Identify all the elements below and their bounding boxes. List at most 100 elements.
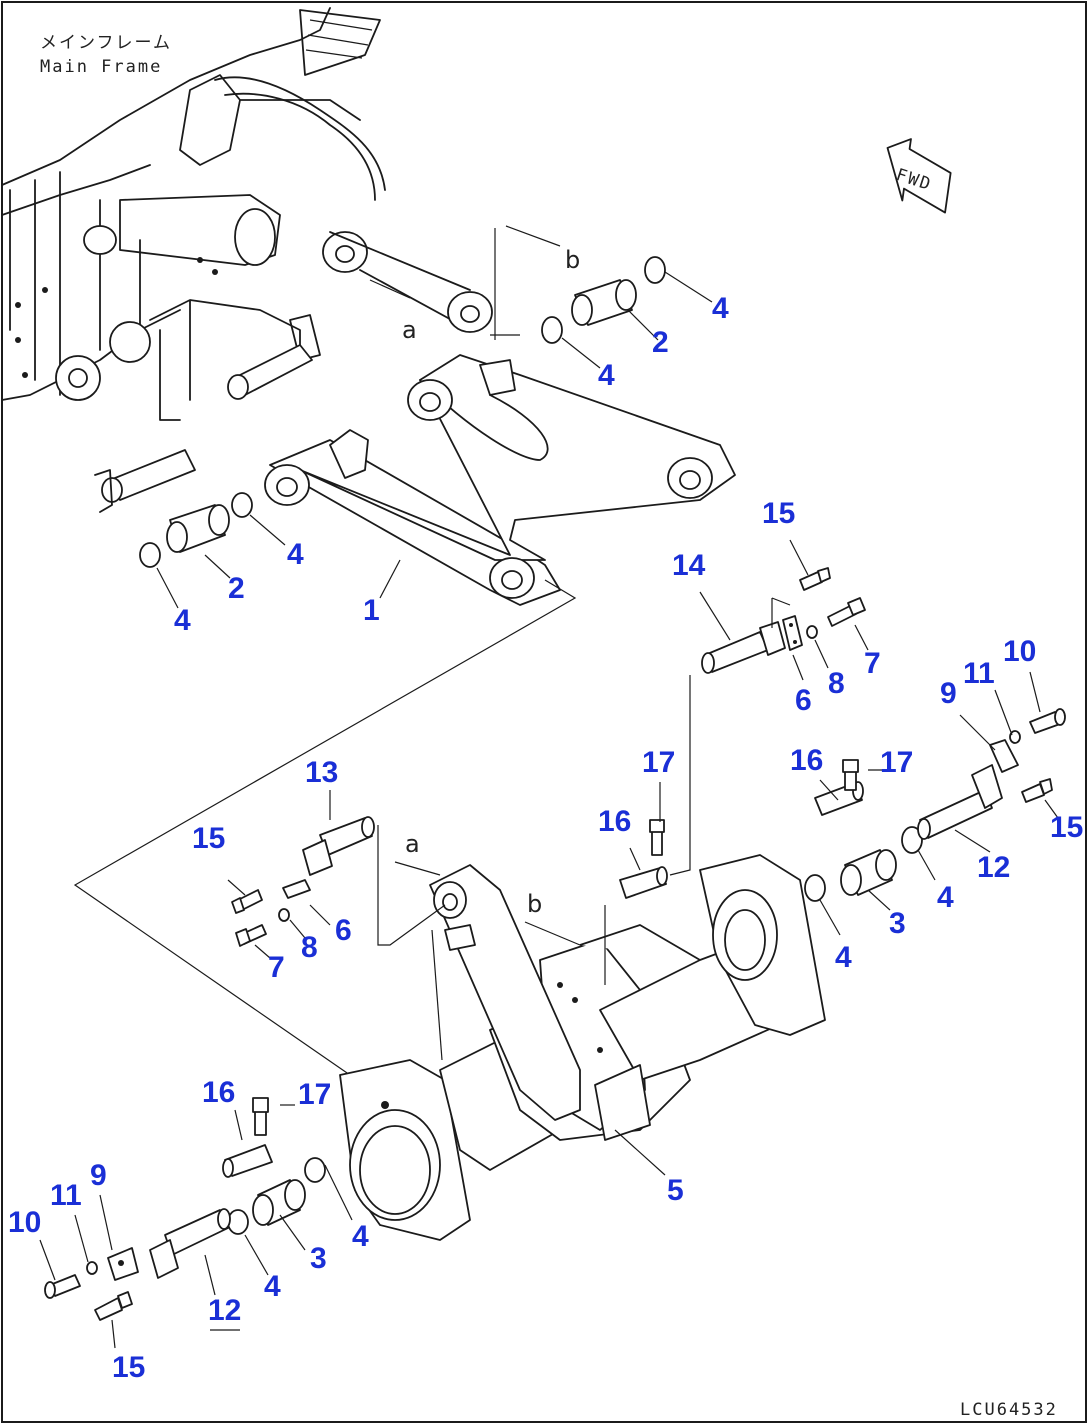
callout-16-b: 16 [790,744,823,777]
grease-fitting-17-a [649,819,665,856]
main-frame-label-jp: メインフレーム [40,33,172,53]
callout-11-right: 11 [963,657,995,690]
callout-2-top: 2 [652,326,669,359]
callout-4-d: 4 [174,604,191,637]
callout-4-h: 4 [264,1270,281,1303]
plate-9-left [107,1247,139,1281]
callout-10-right: 10 [1003,635,1036,668]
pin-12-right [917,764,1003,840]
callout-16-a: 16 [598,805,631,838]
main-frame-drawing [1,7,493,513]
pin-16-c [222,1144,273,1178]
bush-3-left [252,1179,306,1226]
ring-4-right-b [901,826,923,854]
callout-6-left: 6 [335,914,352,947]
callout-15-top: 15 [762,497,795,530]
callout-2-left: 2 [228,572,245,605]
grease-fitting-15-left-mid [231,889,263,914]
arrow-a-lower [394,861,441,876]
bolt-7-left [235,924,267,947]
leader-b-top [490,225,561,340]
ring-4-left-b [231,492,253,518]
bush-3-right [840,849,897,896]
bush-2-left [166,504,230,553]
leaders-lower [39,539,1059,1349]
washer-11-right [1009,730,1021,744]
view-a-top: a [402,316,417,344]
equalizer-part-5 [339,854,826,1241]
alignment-line-arm [73,579,577,1076]
callout-7-right: 7 [864,647,881,680]
callout-4-c: 4 [287,538,304,571]
bolt-10-left [44,1274,81,1299]
callout-7-left: 7 [268,951,285,984]
grease-fitting-15-top [799,567,831,591]
callout-9-right: 9 [940,677,957,710]
view-b-top: b [565,246,580,274]
callout-8-right: 8 [828,667,845,700]
callout-16-c: 16 [202,1076,235,1109]
pin-13 [302,816,375,876]
grease-fitting-15-bottom [94,1291,133,1321]
callout-3-right: 3 [889,907,906,940]
callout-4-f: 4 [835,941,852,974]
leader-lines-lower [604,675,691,985]
drawing-code: LCU64532 [960,1400,1058,1420]
callout-8-left: 8 [301,931,318,964]
grease-fitting-15-right [1021,778,1053,803]
view-a-lower: a [405,830,420,858]
arm-part-1 [264,354,736,606]
leaders-upper [156,271,713,609]
callout-17-b: 17 [880,746,913,779]
callout-9-left: 9 [90,1159,107,1192]
leader-a-top [369,279,411,299]
callout-12-right: 12 [977,851,1010,884]
washer-8-right [806,625,818,639]
washer-8-left [278,908,290,922]
ring-4-top-b [644,256,666,284]
callout-4-a: 4 [712,292,729,325]
pin-16-a [619,866,668,899]
leader-a-lower [377,825,446,946]
callout-15-bottom: 15 [112,1351,145,1384]
callout-15-left-mid: 15 [192,822,225,855]
ring-4-left-d [304,1157,326,1183]
pin-12-left [149,1208,231,1279]
callout-1: 1 [363,594,380,627]
callout-13: 13 [305,756,338,789]
callout-3-left: 3 [310,1242,327,1275]
arrow-b-lower [524,921,581,946]
bush-2-top [571,279,637,326]
callout-17-a: 17 [642,746,675,779]
callout-4-e: 4 [937,881,954,914]
callout-4-b: 4 [598,359,615,392]
view-b-lower: b [527,890,542,918]
callout-10-left: 10 [8,1206,41,1239]
grease-fitting-17-c [252,1097,269,1136]
ring-4-right-a [804,874,826,902]
callout-11-left: 11 [50,1179,82,1212]
callout-17-c: 17 [298,1078,331,1111]
washer-11-left [86,1261,98,1275]
callout-6-right: 6 [795,684,812,717]
callout-5: 5 [667,1174,684,1207]
callout-14: 14 [672,549,706,582]
ring-4-top-a [541,316,563,344]
main-frame-label-en: Main Frame [40,57,162,77]
leader-15-top-fit [771,597,791,628]
fwd-arrow-icon: FWD [886,138,952,214]
bolt-10-right [1029,708,1066,734]
bolt-7-right [827,597,866,627]
grease-fitting-17-b [842,759,859,791]
plate-6-right [782,615,803,651]
ring-4-left-a [139,542,161,568]
callout-4-g: 4 [352,1220,369,1253]
plate-6-left [282,879,311,899]
plate-9-right [989,739,1019,773]
pin-14 [701,621,786,674]
ring-4-left-c [227,1209,249,1235]
callout-15-right: 15 [1050,811,1083,844]
callout-12-left: 12 [208,1294,241,1327]
